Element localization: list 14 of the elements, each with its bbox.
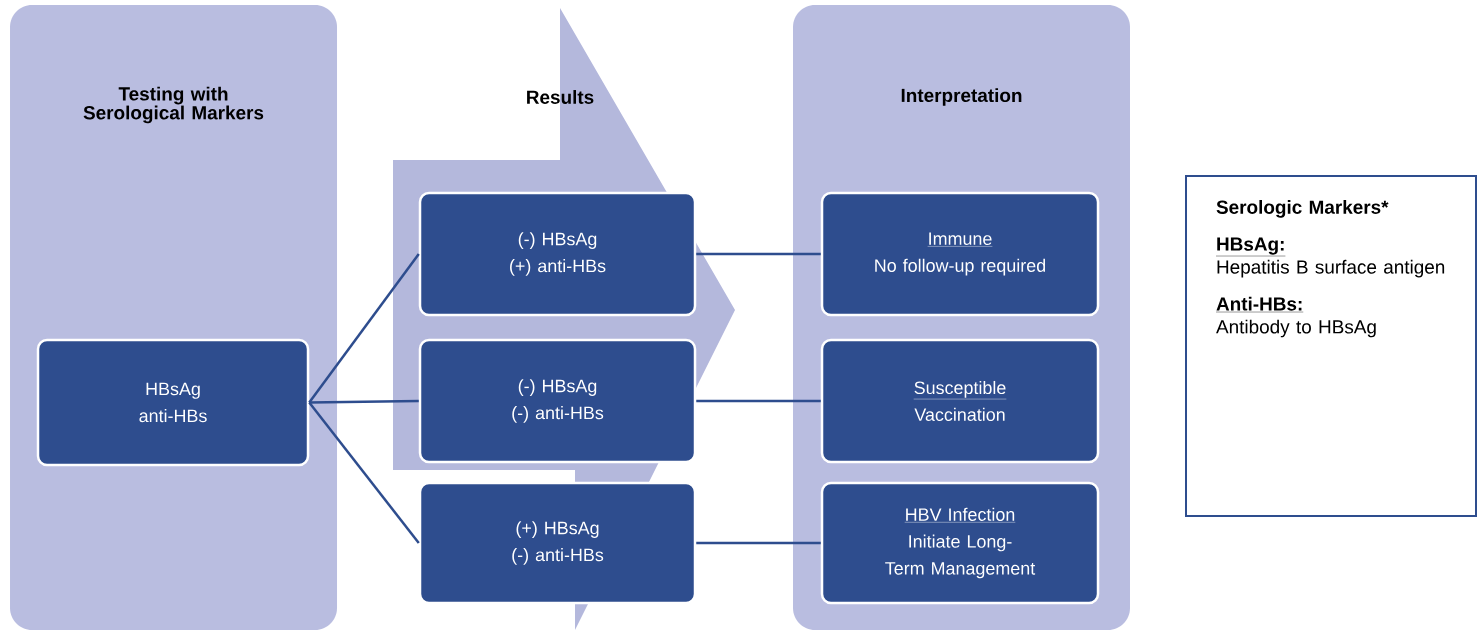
connector-line <box>696 399 821 403</box>
result-box: Susceptible Vaccination <box>820 338 1100 464</box>
connector-line <box>308 253 420 404</box>
connector-line <box>696 252 821 256</box>
connector-line <box>308 401 420 544</box>
connector-line <box>696 541 821 545</box>
connector-line <box>309 399 419 404</box>
result-box: HBV Infection Initiate Long-Term Management <box>820 481 1100 605</box>
result-box: (+) HBsAg (-) anti-HBs <box>418 481 697 605</box>
result-box: HBsAg anti-HBs <box>36 338 310 467</box>
result-box: (-) HBsAg (-) anti-HBs <box>418 338 697 464</box>
glossary-box: Serologic Markers* HBsAg: Hepatitis B surface antigen Anti-HBs: Antibody to HBsAg <box>1185 175 1477 517</box>
result-box: Immune No follow-up required <box>820 191 1100 317</box>
result-box: (-) HBsAg (+) anti-HBs <box>418 191 697 317</box>
